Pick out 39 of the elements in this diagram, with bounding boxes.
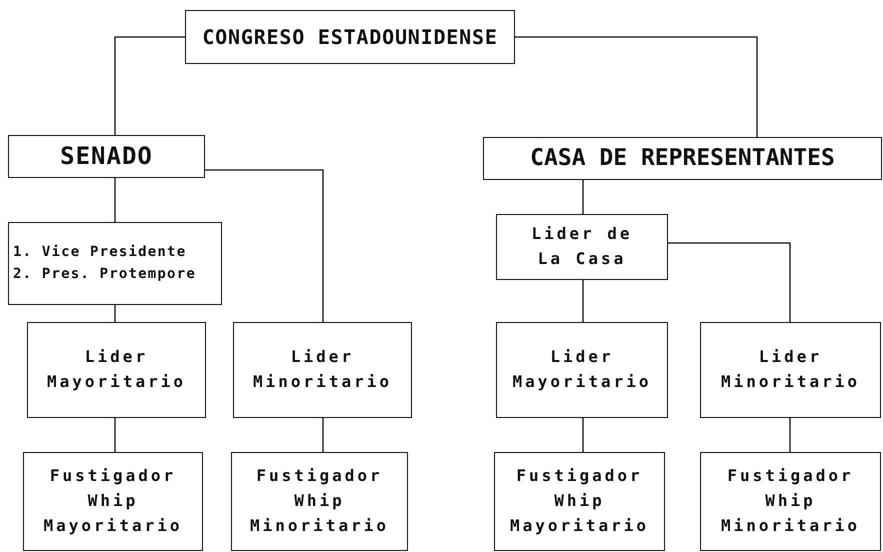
connector-line	[114, 418, 116, 452]
org-box	[700, 452, 881, 551]
connector-line	[114, 178, 116, 222]
node-label: Lider Mayoritario	[512, 346, 652, 393]
org-box	[8, 135, 205, 178]
org-box	[233, 322, 412, 418]
node-label: 1. Vice Presidente	[13, 242, 186, 262]
node-label: CONGRESO ESTADOUNIDENSE	[202, 24, 498, 50]
node-label: Fustigador Whip Mayoritario	[509, 465, 650, 537]
node-label: Fustigador Whip Minoritario	[249, 465, 390, 537]
node-label: CASA DE REPRESENTANTES	[530, 144, 835, 173]
connector-line	[789, 418, 791, 452]
org-box	[496, 322, 668, 418]
org-box	[494, 452, 665, 551]
node-label: 2. Pres. Protempore	[13, 264, 196, 284]
org-box	[700, 322, 881, 418]
node-label: Lider Minoritario	[720, 346, 861, 393]
connector-line	[205, 169, 324, 322]
connector-line	[582, 418, 584, 452]
connector-line	[114, 305, 116, 322]
node-label: Fustigador Whip Mayoritario	[42, 465, 184, 537]
org-box	[231, 452, 408, 551]
org-box	[483, 137, 882, 180]
node-label: Lider Minoritario	[252, 346, 393, 393]
org-box	[8, 222, 222, 305]
connector-line	[322, 418, 324, 452]
connector-line	[582, 280, 584, 322]
node-label: SENADO	[60, 140, 153, 172]
connector-line	[515, 36, 758, 137]
node-label: Fustigador Whip Minoritario	[720, 465, 861, 537]
node-label: Lider Mayoritario	[46, 346, 187, 393]
connector-line	[582, 180, 584, 214]
connector-line	[668, 242, 791, 322]
org-box	[185, 10, 515, 64]
org-box	[23, 452, 203, 551]
org-box	[27, 322, 206, 418]
node-label: Lider de La Casa	[530, 223, 634, 270]
org-box	[496, 214, 668, 280]
connector-line	[114, 36, 185, 135]
